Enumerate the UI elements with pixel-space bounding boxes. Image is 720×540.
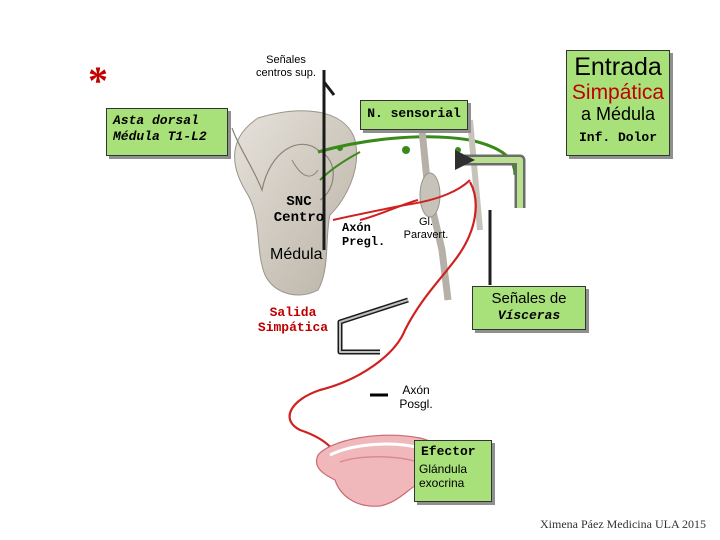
visceral-input-arrow bbox=[455, 150, 526, 285]
asterisk-marker: * bbox=[88, 58, 108, 103]
sensory-nerve-label: N. sensorial bbox=[367, 106, 461, 121]
sympathetic-output-arrow bbox=[337, 297, 409, 355]
asta-dorsal-box: Asta dorsal Médula T1-L2 bbox=[106, 108, 228, 156]
pain-info-label: Inf. Dolor bbox=[578, 130, 657, 145]
descending-signal-arrowhead bbox=[322, 81, 336, 96]
effector-box: Efector Glándula exocrina bbox=[414, 440, 492, 502]
asta-dorsal-label: Asta dorsal Médula T1-L2 bbox=[113, 113, 207, 144]
a-medula-label: a Médula bbox=[580, 104, 656, 124]
sympathetic-input-box: Entrada Simpática a Médula Inf. Dolor bbox=[566, 50, 670, 156]
spinal-cord-illustration bbox=[231, 110, 358, 296]
effector-label: Efector bbox=[421, 444, 476, 459]
visceral-signals-box: Señales de Vísceras bbox=[472, 286, 586, 330]
visceras-label: Vísceras bbox=[497, 308, 561, 323]
paravertebral-ganglion-label: Gl. Paravert. bbox=[403, 216, 449, 241]
cns-center-label: SNC Centro bbox=[273, 194, 325, 227]
postganglionic-axon-label: Axón Posgl. bbox=[399, 383, 433, 411]
simpatica-label: Simpática bbox=[571, 81, 665, 104]
sympathetic-output-label: Salida Simpática bbox=[257, 305, 329, 335]
paravertebral-ganglion-illustration bbox=[416, 109, 483, 301]
entrada-label: Entrada bbox=[574, 53, 662, 81]
spinal-cord-label: Médula bbox=[270, 246, 323, 263]
sympathetic-nerve-path bbox=[288, 179, 477, 471]
senales-de-label: Señales de bbox=[491, 290, 567, 307]
exocrine-gland-label: Glándula exocrina bbox=[419, 462, 468, 490]
higher-centers-label: Señales centros sup. bbox=[256, 54, 316, 79]
preganglionic-axon-label: Axón Pregl. bbox=[342, 221, 386, 249]
credit-text: Ximena Páez Medicina ULA 2015 bbox=[540, 517, 706, 531]
sensory-nerve-box: N. sensorial bbox=[360, 100, 468, 130]
